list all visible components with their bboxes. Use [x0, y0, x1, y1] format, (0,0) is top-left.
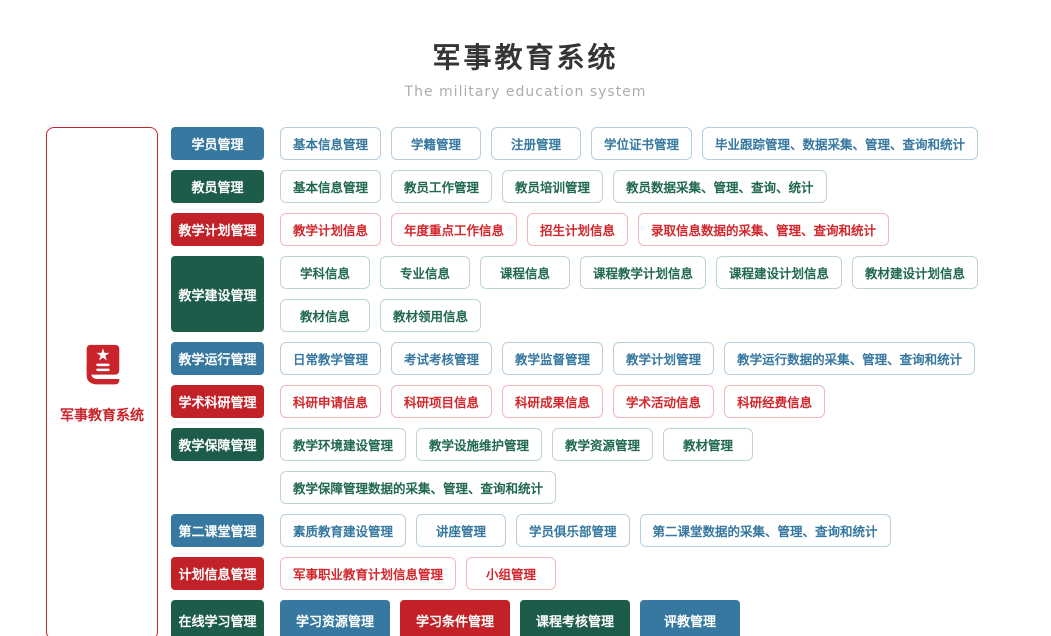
row-faculty-management: 教员管理 基本信息管理 教员工作管理 教员培训管理 教员数据采集、管理、查询、统…	[171, 170, 1037, 203]
row-second-classroom-management: 第二课堂管理 素质教育建设管理 讲座管理 学员俱乐部管理 第二课堂数据的采集、管…	[171, 514, 1037, 547]
page-header: 军事教育系统 The military education system	[0, 0, 1051, 100]
module-button[interactable]: 教学环境建设管理	[280, 428, 407, 461]
module-button[interactable]: 教学设施维护管理	[416, 428, 543, 461]
row-items: 军事职业教育计划信息管理 小组管理	[280, 557, 557, 590]
row-teaching-support-management: 教学保障管理 教学环境建设管理 教学设施维护管理 教学资源管理 教材管理 教学保…	[171, 428, 1037, 504]
category-teaching-support-management[interactable]: 教学保障管理	[171, 428, 264, 461]
row-item-lines: 学科信息 专业信息 课程信息 课程教学计划信息 课程建设计划信息 教材建设计划信…	[280, 256, 979, 332]
module-button[interactable]: 教员培训管理	[502, 170, 604, 203]
row-teaching-construction-management: 教学建设管理 学科信息 专业信息 课程信息 课程教学计划信息 课程建设计划信息 …	[171, 256, 1037, 332]
module-button[interactable]: 学术活动信息	[613, 385, 715, 418]
module-button[interactable]: 教材建设计划信息	[852, 256, 979, 289]
module-button[interactable]: 基本信息管理	[280, 170, 382, 203]
module-button[interactable]: 素质教育建设管理	[280, 514, 407, 547]
module-button[interactable]: 教学监督管理	[502, 342, 604, 375]
module-button[interactable]: 教材管理	[663, 428, 754, 461]
root-node[interactable]: 军事教育系统	[46, 127, 158, 636]
module-button[interactable]: 招生计划信息	[527, 213, 629, 246]
category-second-classroom-management[interactable]: 第二课堂管理	[171, 514, 264, 547]
row-items: 学科信息 专业信息 课程信息 课程教学计划信息 课程建设计划信息 教材建设计划信…	[280, 256, 979, 289]
module-button[interactable]: 军事职业教育计划信息管理	[280, 557, 457, 590]
row-items: 日常教学管理 考试考核管理 教学监督管理 教学计划管理 教学运行数据的采集、管理…	[280, 342, 976, 375]
module-button[interactable]: 课程建设计划信息	[716, 256, 843, 289]
module-button[interactable]: 学员俱乐部管理	[516, 514, 630, 547]
module-button[interactable]: 科研项目信息	[391, 385, 493, 418]
row-teaching-operation-management: 教学运行管理 日常教学管理 考试考核管理 教学监督管理 教学计划管理 教学运行数…	[171, 342, 1037, 375]
row-items: 学习资源管理 学习条件管理 课程考核管理 评教管理	[280, 600, 741, 636]
row-teaching-plan-management: 教学计划管理 教学计划信息 年度重点工作信息 招生计划信息 录取信息数据的采集、…	[171, 213, 1037, 246]
module-button[interactable]: 年度重点工作信息	[391, 213, 518, 246]
category-teaching-plan-management[interactable]: 教学计划管理	[171, 213, 264, 246]
module-button[interactable]: 教学运行数据的采集、管理、查询和统计	[724, 342, 976, 375]
system-diagram: 军事教育系统 学员管理 基本信息管理 学籍管理 注册管理 学位证书管理 毕业跟踪…	[46, 127, 1037, 636]
row-plan-info-management: 计划信息管理 军事职业教育计划信息管理 小组管理	[171, 557, 1037, 590]
row-items: 教学环境建设管理 教学设施维护管理 教学资源管理 教材管理 教学保障管理数据的采…	[280, 428, 1037, 504]
module-button[interactable]: 小组管理	[466, 557, 557, 590]
module-button[interactable]: 学习资源管理	[280, 600, 391, 636]
module-button[interactable]: 教员数据采集、管理、查询、统计	[613, 170, 827, 203]
module-button[interactable]: 教学计划信息	[280, 213, 382, 246]
module-button[interactable]: 科研成果信息	[502, 385, 604, 418]
module-button[interactable]: 学位证书管理	[591, 127, 693, 160]
page-subtitle: The military education system	[404, 84, 647, 100]
module-button[interactable]: 教学计划管理	[613, 342, 715, 375]
module-button[interactable]: 课程信息	[480, 256, 570, 289]
row-items: 教材信息 教材领用信息	[280, 299, 978, 332]
category-teaching-construction-management[interactable]: 教学建设管理	[171, 256, 264, 332]
module-button[interactable]: 课程教学计划信息	[580, 256, 707, 289]
category-faculty-management[interactable]: 教员管理	[171, 170, 264, 203]
row-items: 基本信息管理 教员工作管理 教员培训管理 教员数据采集、管理、查询、统计	[280, 170, 827, 203]
row-items: 教学计划信息 年度重点工作信息 招生计划信息 录取信息数据的采集、管理、查询和统…	[280, 213, 890, 246]
category-student-management[interactable]: 学员管理	[171, 127, 264, 160]
book-star-icon	[79, 343, 125, 393]
module-button[interactable]: 课程考核管理	[520, 600, 631, 636]
module-button[interactable]: 教材领用信息	[380, 299, 482, 332]
row-student-management: 学员管理 基本信息管理 学籍管理 注册管理 学位证书管理 毕业跟踪管理、数据采集…	[171, 127, 1037, 160]
module-rows: 学员管理 基本信息管理 学籍管理 注册管理 学位证书管理 毕业跟踪管理、数据采集…	[171, 127, 1037, 636]
module-button[interactable]: 教学保障管理数据的采集、管理、查询和统计	[280, 471, 557, 504]
category-teaching-operation-management[interactable]: 教学运行管理	[171, 342, 264, 375]
module-button[interactable]: 科研经费信息	[724, 385, 826, 418]
module-button[interactable]: 评教管理	[640, 600, 741, 636]
module-button[interactable]: 日常教学管理	[280, 342, 382, 375]
module-button[interactable]: 科研申请信息	[280, 385, 382, 418]
row-items: 基本信息管理 学籍管理 注册管理 学位证书管理 毕业跟踪管理、数据采集、管理、查…	[280, 127, 979, 160]
category-academic-research-management[interactable]: 学术科研管理	[171, 385, 264, 418]
row-online-learning-management: 在线学习管理 学习资源管理 学习条件管理 课程考核管理 评教管理	[171, 600, 1037, 636]
root-node-label: 军事教育系统	[60, 407, 144, 424]
row-items: 科研申请信息 科研项目信息 科研成果信息 学术活动信息 科研经费信息	[280, 385, 826, 418]
module-button[interactable]: 教员工作管理	[391, 170, 493, 203]
module-button[interactable]: 教学资源管理	[552, 428, 654, 461]
module-button[interactable]: 讲座管理	[416, 514, 507, 547]
row-items: 素质教育建设管理 讲座管理 学员俱乐部管理 第二课堂数据的采集、管理、查询和统计	[280, 514, 891, 547]
module-button[interactable]: 学科信息	[280, 256, 370, 289]
module-button[interactable]: 第二课堂数据的采集、管理、查询和统计	[639, 514, 891, 547]
module-button[interactable]: 学习条件管理	[400, 600, 511, 636]
module-button[interactable]: 毕业跟踪管理、数据采集、管理、查询和统计	[702, 127, 979, 160]
module-button[interactable]: 注册管理	[491, 127, 582, 160]
module-button[interactable]: 专业信息	[380, 256, 470, 289]
category-online-learning-management[interactable]: 在线学习管理	[171, 600, 264, 636]
module-button[interactable]: 教材信息	[280, 299, 370, 332]
module-button[interactable]: 基本信息管理	[280, 127, 382, 160]
category-plan-info-management[interactable]: 计划信息管理	[171, 557, 264, 590]
row-academic-research-management: 学术科研管理 科研申请信息 科研项目信息 科研成果信息 学术活动信息 科研经费信…	[171, 385, 1037, 418]
page-title: 军事教育系统	[432, 41, 619, 74]
module-button[interactable]: 录取信息数据的采集、管理、查询和统计	[638, 213, 890, 246]
module-button[interactable]: 学籍管理	[391, 127, 482, 160]
module-button[interactable]: 考试考核管理	[391, 342, 493, 375]
